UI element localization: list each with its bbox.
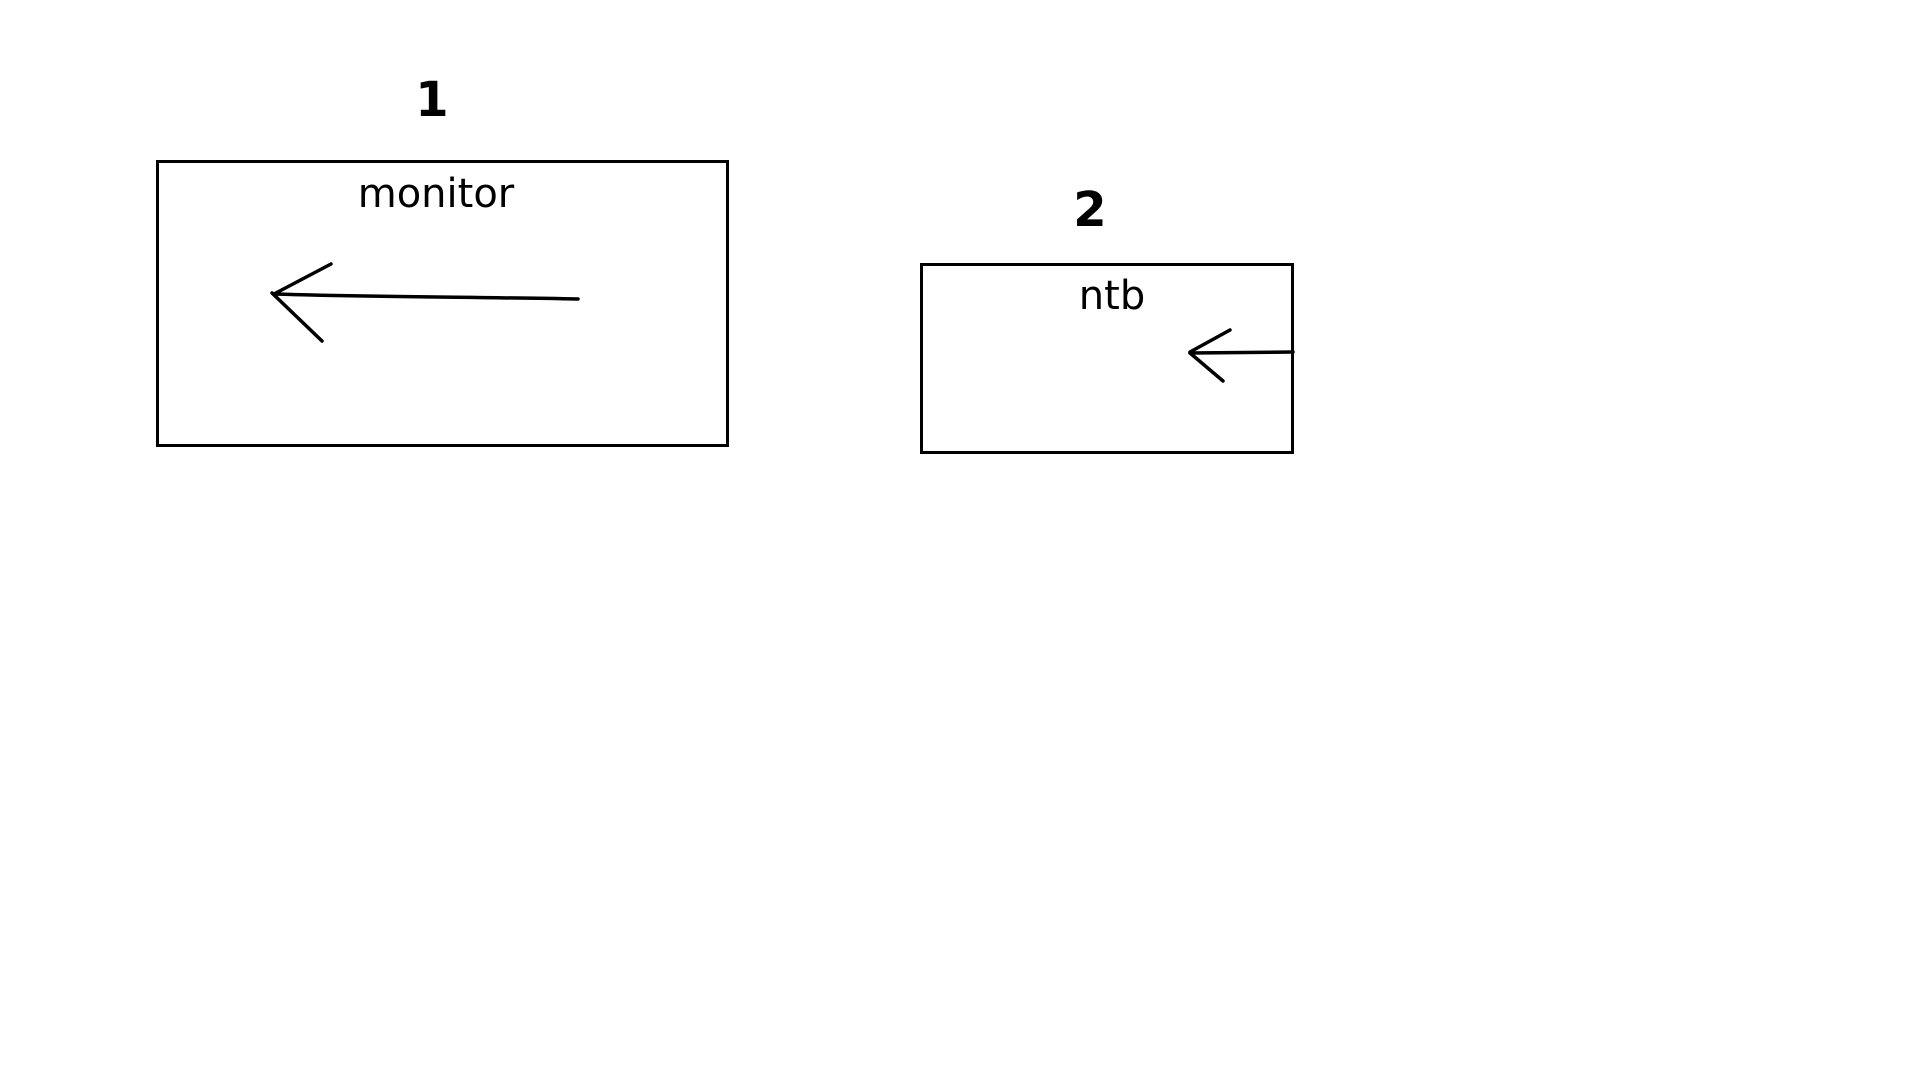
node-monitor-index: 1: [415, 72, 449, 128]
node-ntb-label: ntb: [1078, 273, 1146, 319]
node-ntb-box: [920, 263, 1294, 454]
node-monitor-label: monitor: [357, 171, 515, 217]
node-ntb-index: 2: [1073, 182, 1107, 238]
node-monitor-box: [156, 160, 729, 447]
